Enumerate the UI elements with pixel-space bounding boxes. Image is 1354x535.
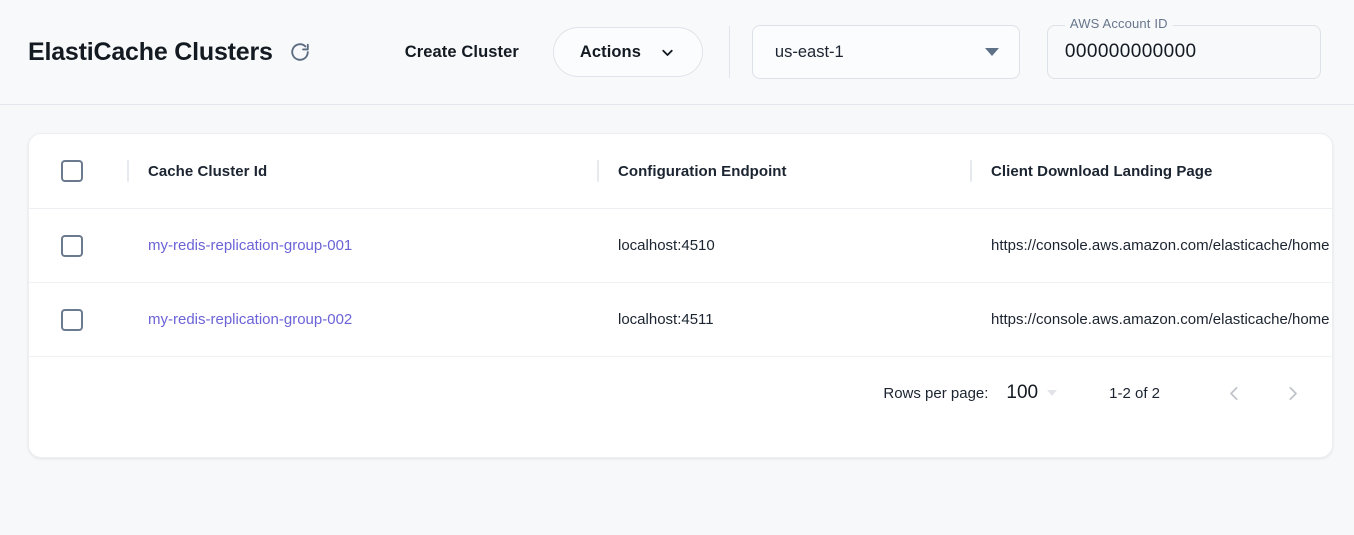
cell-cache-cluster-id: my-redis-replication-group-002 — [127, 282, 597, 357]
clusters-table: Cache Cluster Id Configuration Endpoint … — [29, 134, 1332, 357]
configuration-endpoint-value: localhost:4510 — [618, 237, 715, 254]
title-group: ElastiCache Clusters — [28, 38, 313, 67]
aws-account-id-field[interactable]: AWS Account ID — [1046, 16, 1321, 79]
app-header: ElastiCache Clusters Create Cluster Acti… — [0, 0, 1354, 105]
table-row[interactable]: my-redis-replication-group-001 localhost… — [29, 208, 1332, 283]
cell-configuration-endpoint: localhost:4510 — [597, 208, 970, 283]
landing-page-value: https://console.aws.amazon.com/elasticac… — [991, 311, 1330, 328]
table-row[interactable]: my-redis-replication-group-002 localhost… — [29, 282, 1332, 357]
table-header: Cache Cluster Id Configuration Endpoint … — [29, 134, 1332, 209]
region-select-value: us-east-1 — [774, 42, 844, 61]
cluster-id-link[interactable]: my-redis-replication-group-002 — [148, 311, 353, 328]
content-area: Cache Cluster Id Configuration Endpoint … — [0, 105, 1354, 458]
pagination-range-label: 1-2 of 2 — [1109, 384, 1160, 402]
previous-page-button[interactable] — [1216, 375, 1252, 411]
actions-button-label: Actions — [579, 42, 642, 61]
next-page-button[interactable] — [1274, 375, 1310, 411]
rows-per-page-label: Rows per page: — [883, 384, 989, 402]
row-checkbox[interactable] — [61, 308, 83, 331]
column-header-label: Configuration Endpoint — [597, 134, 970, 208]
clusters-table-card: Cache Cluster Id Configuration Endpoint … — [28, 133, 1333, 458]
row-select-cell — [29, 282, 127, 357]
select-all-header-cell — [29, 134, 127, 209]
chevron-right-icon — [1288, 386, 1297, 400]
landing-page-value: https://console.aws.amazon.com/elasticac… — [991, 237, 1330, 254]
cell-client-download-landing-page: https://console.aws.amazon.com/elasticac… — [970, 208, 1332, 283]
table-body: my-redis-replication-group-001 localhost… — [29, 208, 1332, 357]
configuration-endpoint-value: localhost:4511 — [618, 311, 714, 328]
refresh-icon[interactable] — [287, 39, 313, 65]
create-cluster-button[interactable]: Create Cluster — [404, 42, 519, 61]
table-pagination: Rows per page: 100 1-2 of 2 — [29, 357, 1332, 429]
caret-down-icon — [1047, 390, 1058, 396]
column-header-label: Cache Cluster Id — [127, 134, 597, 208]
cell-cache-cluster-id: my-redis-replication-group-001 — [127, 208, 597, 283]
table-header-row: Cache Cluster Id Configuration Endpoint … — [29, 134, 1332, 209]
rows-per-page-value: 100 — [1006, 382, 1039, 403]
chevron-down-icon — [662, 49, 673, 56]
chevron-left-icon — [1229, 386, 1238, 400]
select-all-checkbox[interactable] — [61, 160, 83, 182]
column-header-configuration-endpoint[interactable]: Configuration Endpoint — [597, 134, 970, 209]
refresh-icon-glyph — [291, 43, 309, 61]
column-header-cache-cluster-id[interactable]: Cache Cluster Id — [127, 134, 597, 209]
row-select-cell — [29, 208, 127, 283]
actions-button[interactable]: Actions — [552, 27, 703, 77]
region-select[interactable]: us-east-1 — [751, 25, 1020, 79]
caret-down-icon — [984, 48, 999, 56]
cluster-id-link[interactable]: my-redis-replication-group-001 — [148, 237, 353, 254]
rows-per-page-select[interactable]: 100 — [1006, 382, 1058, 404]
page-title: ElastiCache Clusters — [28, 37, 273, 66]
column-header-client-download-landing-page[interactable]: Client Download Landing Page — [970, 134, 1332, 209]
cell-configuration-endpoint: localhost:4511 — [597, 282, 970, 357]
cell-client-download-landing-page: https://console.aws.amazon.com/elasticac… — [970, 282, 1332, 357]
header-divider — [728, 26, 730, 78]
column-header-label: Client Download Landing Page — [970, 134, 1332, 208]
aws-account-id-input[interactable] — [1046, 25, 1321, 79]
row-checkbox[interactable] — [61, 234, 83, 257]
